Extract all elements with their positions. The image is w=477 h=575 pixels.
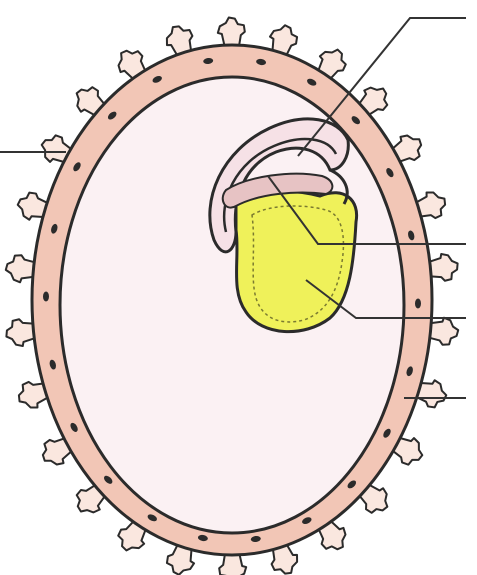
villus [218, 18, 245, 48]
chorionic-cavity [60, 77, 404, 533]
